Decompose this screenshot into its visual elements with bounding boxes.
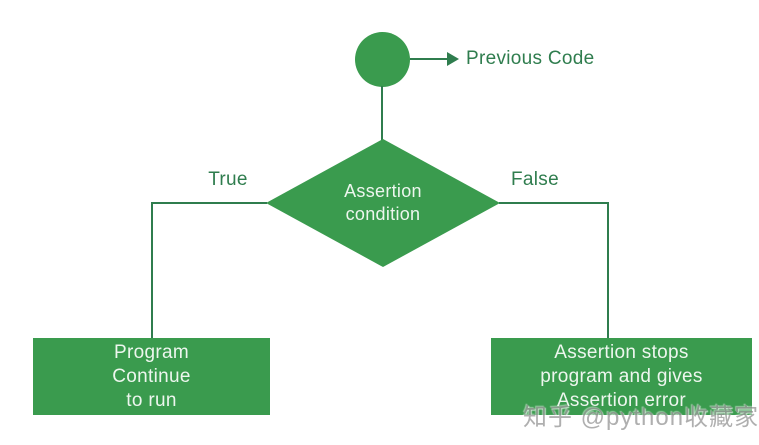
true-outcome-label: Program Continue to run <box>112 341 190 413</box>
arrow-line <box>410 58 448 60</box>
decision-label-line1: Assertion <box>344 181 422 201</box>
false-outcome-box: Assertion stops program and gives Assert… <box>491 338 752 415</box>
zhihu-watermark: 知乎 @python收藏家 <box>523 404 759 431</box>
decision-label-line2: condition <box>345 204 421 224</box>
true-outcome-line1: Program <box>114 341 189 363</box>
connector-true-vertical <box>151 202 153 338</box>
false-outcome-label: Assertion stops program and gives Assert… <box>540 341 702 413</box>
false-outcome-line2: program and gives <box>540 365 703 387</box>
true-outcome-line3: to run <box>126 389 177 411</box>
previous-code-label: Previous Code <box>466 48 595 69</box>
false-outcome-line3: Assertion error <box>556 389 687 411</box>
start-node-circle <box>355 32 410 87</box>
false-outcome-line1: Assertion stops <box>554 341 689 363</box>
arrow-right-icon <box>447 52 459 66</box>
connector-start-to-decision <box>381 86 383 140</box>
branch-true-label: True <box>208 169 248 190</box>
connector-false-horizontal <box>499 202 609 204</box>
connector-false-vertical <box>607 202 609 338</box>
branch-false-label: False <box>511 169 559 190</box>
decision-label: Assertion condition <box>344 180 422 226</box>
true-outcome-line2: Continue <box>112 365 191 387</box>
true-outcome-box: Program Continue to run <box>33 338 270 415</box>
decision-diamond: Assertion condition <box>266 139 500 267</box>
connector-true-horizontal <box>151 202 267 204</box>
